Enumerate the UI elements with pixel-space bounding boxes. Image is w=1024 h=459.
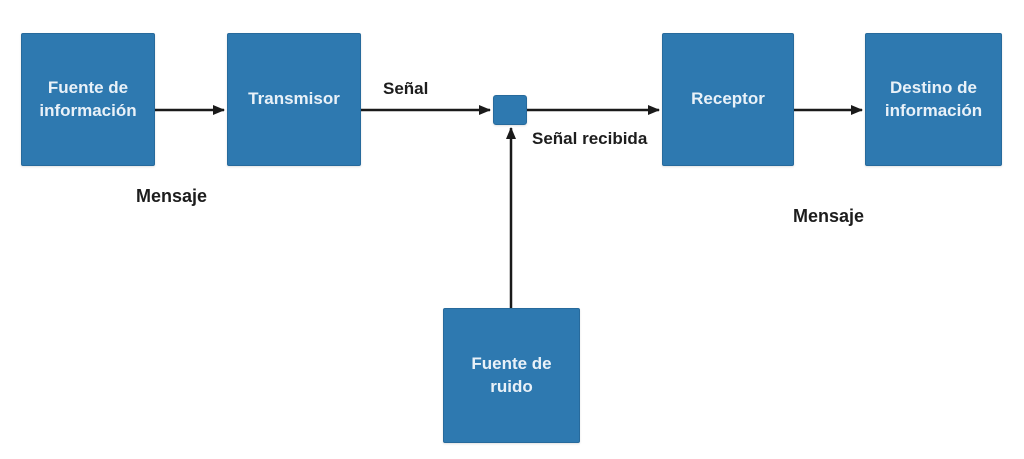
box-receiver: Receptor xyxy=(662,33,794,166)
label-message-right: Mensaje xyxy=(793,206,865,226)
box-destination: Destino de información xyxy=(865,33,1002,166)
box-information-source: Fuente de información xyxy=(21,33,155,166)
box-noise-source: Fuente de ruido xyxy=(443,308,580,443)
label-message-left: Mensaje xyxy=(136,186,208,206)
label-signal-received: Señal recibida xyxy=(532,129,648,148)
box-noise-junction xyxy=(493,95,527,125)
box-transmitter: Transmisor xyxy=(227,33,361,166)
label-signal: Señal xyxy=(383,79,429,98)
